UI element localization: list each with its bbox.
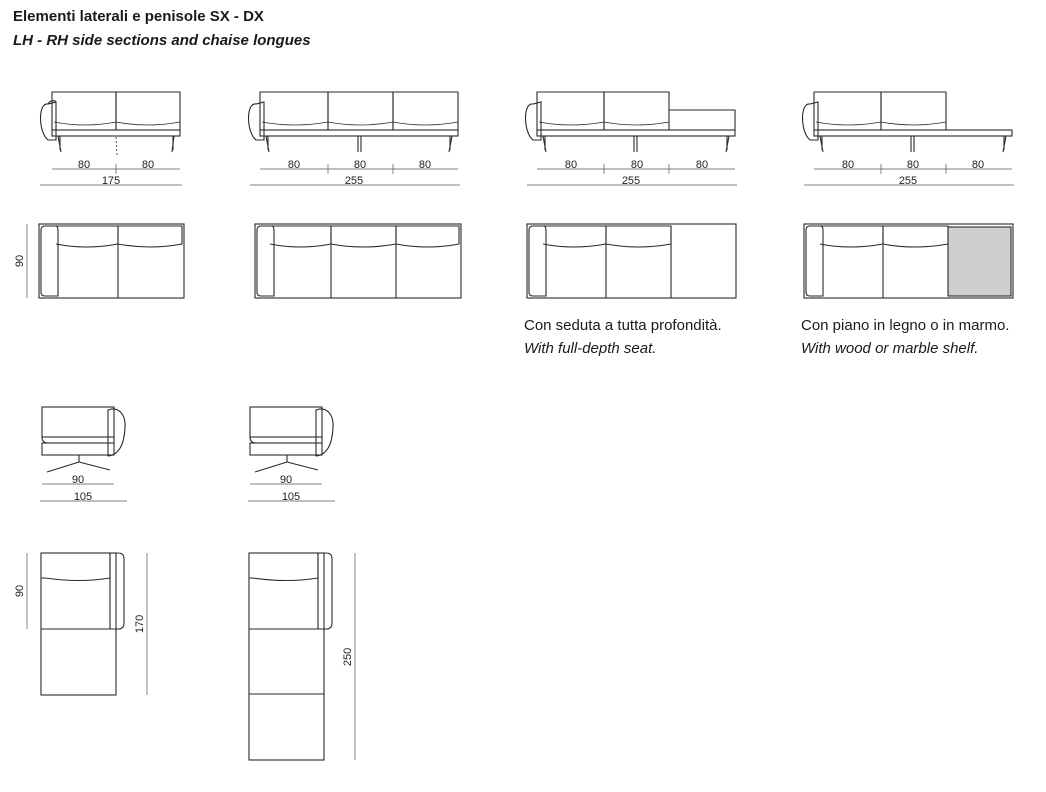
side-view-105-b: 90 105: [248, 406, 335, 503]
plan-view-255-a: [254, 223, 462, 299]
side-view-105-a: 90 105: [40, 406, 127, 503]
dim-255: 255: [622, 175, 640, 187]
dim-80: 80: [288, 159, 300, 171]
plan-view-255-shelf: [803, 223, 1014, 299]
front-view-175: [39, 91, 181, 156]
dim-250: 250: [342, 648, 354, 666]
front-view-255-shelf: [801, 91, 1013, 153]
marble-shelf: [947, 226, 1012, 297]
chaise-plan-250: 250: [248, 552, 356, 761]
front-view-255-a: [247, 91, 459, 153]
dim-80: 80: [78, 159, 90, 171]
dim-105: 105: [282, 491, 300, 503]
caption-shelf-it: Con piano in legno o in marmo.: [801, 317, 1010, 334]
dimensions-row-1: 80 80 175 80 80 80 255 80 80 80 255 80 8…: [40, 159, 1014, 187]
dim-80: 80: [696, 159, 708, 171]
dim-80: 80: [142, 159, 154, 171]
dim-90: 90: [14, 585, 26, 597]
dim-80: 80: [565, 159, 577, 171]
plan-view-175: 90: [14, 223, 185, 299]
dim-255: 255: [899, 175, 917, 187]
dim-80: 80: [631, 159, 643, 171]
dim-175: 175: [102, 175, 120, 187]
dim-255: 255: [345, 175, 363, 187]
caption-shelf: Con piano in legno o in marmo. With wood…: [801, 314, 1009, 360]
chaise-plan-170: 90 170: [14, 552, 148, 696]
dim-80: 80: [354, 159, 366, 171]
dim-80: 80: [972, 159, 984, 171]
caption-shelf-en: With wood or marble shelf.: [801, 340, 979, 357]
page-subtitle: LH - RH side sections and chaise longues: [13, 32, 311, 49]
caption-full-depth-it: Con seduta a tutta profondità.: [524, 317, 722, 334]
dim-80: 80: [907, 159, 919, 171]
caption-full-depth-en: With full-depth seat.: [524, 340, 657, 357]
dim-90: 90: [280, 474, 292, 486]
dim-90: 90: [14, 255, 26, 267]
plan-view-255-chaise: [526, 223, 737, 299]
page-title: Elementi laterali e penisole SX - DX: [13, 8, 264, 25]
dim-90: 90: [72, 474, 84, 486]
dim-105: 105: [74, 491, 92, 503]
dim-170: 170: [134, 615, 146, 633]
dim-80: 80: [419, 159, 431, 171]
caption-full-depth: Con seduta a tutta profondità. With full…: [524, 314, 722, 360]
dim-80: 80: [842, 159, 854, 171]
front-view-255-chaise: [524, 91, 736, 153]
